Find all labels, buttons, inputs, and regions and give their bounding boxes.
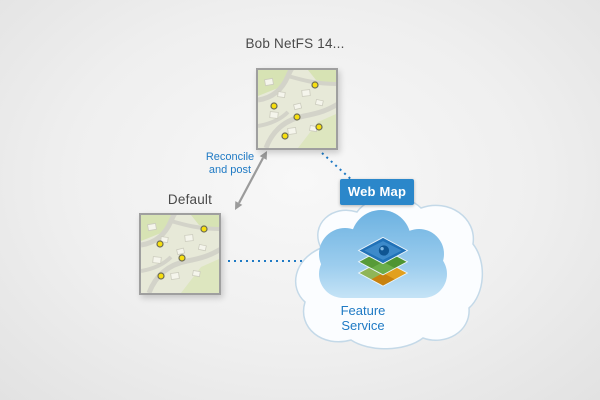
- default-version-label: Default: [167, 192, 213, 207]
- default-version-map-thumbnail: [139, 213, 221, 295]
- bob-to-webmap-dotted-line: [321, 152, 355, 183]
- reconcile-and-post-label: Reconcile and post: [190, 151, 270, 177]
- bob-version-label: Bob NetFS 14...: [245, 36, 345, 51]
- reconcile-label-line1: Reconcile: [205, 151, 255, 163]
- layer-blue: [357, 236, 409, 265]
- map-feature-points: [156, 225, 208, 280]
- reconcile-label-line2: and post: [208, 164, 252, 176]
- feature-service-label: Feature Service: [318, 303, 408, 333]
- bob-version-map-thumbnail: [256, 68, 338, 150]
- map-layers-icon: [357, 236, 409, 287]
- web-map-badge: Web Map: [340, 179, 414, 205]
- feature-service-label-line2: Service: [341, 318, 385, 333]
- map-thumbnail-icon: [258, 70, 336, 148]
- feature-service-label-line1: Feature: [340, 303, 386, 318]
- map-thumbnail-icon: [141, 215, 219, 293]
- map-feature-points: [270, 81, 323, 140]
